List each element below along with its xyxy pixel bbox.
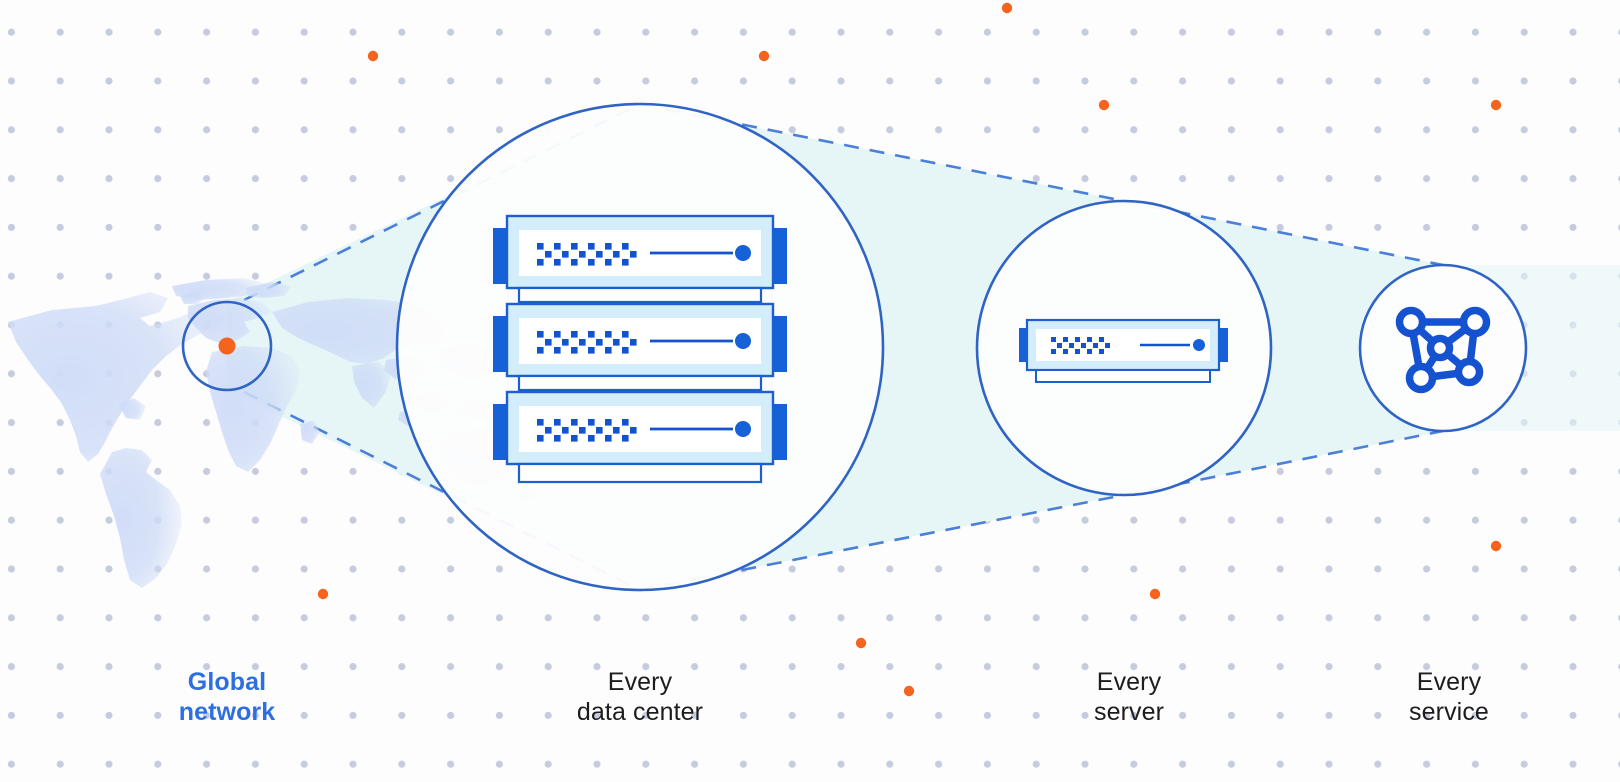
server-rack-icon [493, 214, 787, 484]
network-location-marker [218, 337, 236, 355]
service-mesh-nodes [1395, 306, 1491, 394]
highlight-dot [855, 637, 867, 649]
highlight-dot [367, 50, 379, 62]
highlight-dot [1098, 99, 1110, 111]
global-network-circle [181, 300, 273, 392]
highlight-dot [1490, 99, 1502, 111]
single-server-icon [1019, 318, 1228, 383]
highlight-dot-group [317, 2, 1502, 697]
highlight-dot [1001, 2, 1013, 14]
highlight-dot [1490, 540, 1502, 552]
highlight-dot [903, 685, 915, 697]
highlight-dot [758, 50, 770, 62]
highlight-dot [317, 588, 329, 600]
funnel-guide-bottom [243, 390, 1444, 592]
funnel-guide-top [243, 102, 1444, 302]
highlight-dot [1149, 588, 1161, 600]
